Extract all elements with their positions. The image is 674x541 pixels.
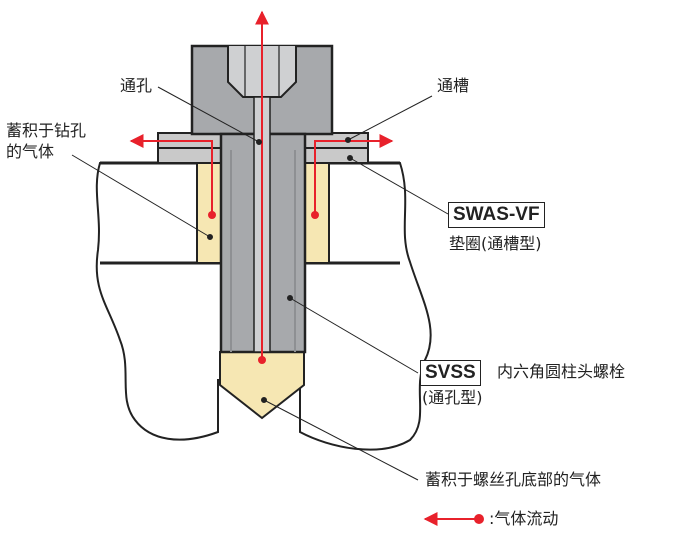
leader-groove (347, 95, 433, 141)
label-thread-gas: 蓄积于螺丝孔底部的气体 (425, 470, 602, 489)
label-bolt-type: (通孔型) (422, 388, 483, 407)
label-groove: 通槽 (437, 76, 470, 95)
label-washer-name: 垫圈(通槽型) (449, 234, 542, 253)
label-drilled-gas-1: 蓄积于钻孔 (6, 121, 87, 140)
leader-through-hole (157, 86, 260, 143)
flow-source-bottom (258, 356, 266, 364)
label-through-hole: 通孔 (120, 76, 153, 95)
flow-arrow-left (129, 134, 213, 215)
washer-code-box: SWAS-VF (448, 202, 545, 228)
leader-drilled-gas (71, 154, 211, 238)
label-drilled-gas-2: 的气体 (6, 142, 55, 161)
flow-arrow-right (314, 134, 394, 215)
leader-bolt (289, 297, 419, 374)
label-bolt-name: 内六角圆柱头螺栓 (497, 362, 626, 381)
leader-washer (349, 157, 449, 215)
flow-source-left (208, 211, 216, 219)
bolt-code-box: SVSS (420, 360, 481, 386)
legend-text: :气体流动 (489, 509, 559, 528)
flow-source-right (311, 211, 319, 219)
leader-thread-gas (263, 399, 419, 481)
legend-dot-icon (474, 514, 484, 524)
